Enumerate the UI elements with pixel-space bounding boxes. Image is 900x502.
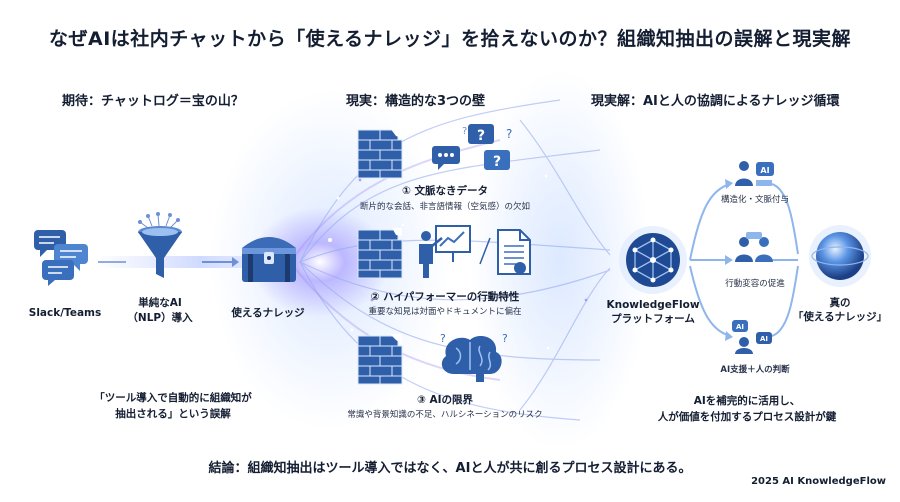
svg-text:?: ? <box>502 332 508 345</box>
platform-name: KnowledgeFlow <box>606 299 700 311</box>
section-solution-heading: 現実解：AIと人の協調によるナレッジ循環 <box>591 94 840 109</box>
wall-1-desc: 断片的な会話、非言語情報（空気感）の欠如 <box>359 202 530 212</box>
wall-1-title: ① 文脈なきデータ <box>401 185 489 197</box>
ai-badge: AI <box>736 323 744 331</box>
presenter-icon <box>419 225 471 278</box>
svg-text:?: ? <box>506 127 512 141</box>
misconception-note-line2: 抽出される」という誤解 <box>115 408 231 420</box>
brick-wall-icon <box>357 334 403 385</box>
nlp-label-line1: 単純なAI <box>138 297 182 309</box>
nlp-label-line2: （NLP）導入 <box>127 312 193 324</box>
chest-label: 使えるナレッジ <box>231 307 305 319</box>
wall-2-title: ② ハイパフォーマーの行動特性 <box>370 291 520 303</box>
true-knowledge-line1: 真の <box>829 297 851 309</box>
section-reality-heading: 現実：構造的な3つの壁 <box>346 94 486 109</box>
svg-text:?: ? <box>493 154 501 170</box>
treasure-chest-icon <box>242 237 296 282</box>
flow-arrows-right <box>689 179 799 341</box>
people-ai-icon: AI <box>735 161 774 186</box>
svg-text:?: ? <box>440 332 446 345</box>
svg-text:?: ? <box>477 128 485 144</box>
step-ai-support-label: AI支援＋人の判断 <box>720 365 790 375</box>
people-ai-icon <box>735 232 773 262</box>
page-title: なぜAIは社内チャットから「使えるナレッジ」を拾えないのか？組織知抽出の誤解と現… <box>48 28 852 50</box>
funnel-icon <box>138 212 182 278</box>
wall-3-desc: 常識や背景知識の不足、ハルシネーションのリスク <box>347 410 543 420</box>
step-structuring-label: 構造化・文脈付与 <box>720 195 789 205</box>
solution-note-line1: AIを補完的に活用し、 <box>693 395 801 407</box>
people-ai-icon: AI AI <box>732 320 772 354</box>
wall-3-title: ③ AIの限界 <box>416 394 474 406</box>
misconception-note-line1: 「ツール導入で自動的に組織知が <box>94 392 252 404</box>
solution-note-line2: 人が価値を付加するプロセス設計が鍵 <box>657 411 837 423</box>
flow-arrow <box>98 257 239 267</box>
chat-tool-label: Slack/Teams <box>28 307 102 319</box>
step-behavior-label: 行動変容の促進 <box>725 279 785 289</box>
ai-badge: AI <box>760 335 768 343</box>
brick-wall-icon <box>357 228 403 279</box>
svg-text:?: ? <box>462 126 467 137</box>
sphere-icon <box>809 225 871 287</box>
brain-icon: ? ? <box>440 332 508 382</box>
wall-2-desc: 重要な知見は対面やドキュメントに偏在 <box>368 307 522 317</box>
network-cube-icon <box>619 226 687 294</box>
question-bubbles-icon: ? ? ? ? <box>432 124 512 170</box>
ai-badge: AI <box>760 166 769 175</box>
conclusion: 結論：組織知抽出はツール導入ではなく、AIと人が共に創るプロセス設計にある。 <box>208 461 692 476</box>
chat-bubbles-icon <box>34 230 88 286</box>
brick-wall-icon <box>357 128 403 179</box>
slash-separator <box>479 237 491 265</box>
section-expectation-heading: 期待：チャットログ＝宝の山？ <box>62 94 244 109</box>
true-knowledge-line2: 「使えるナレッジ」 <box>792 311 888 323</box>
platform-label: プラットフォーム <box>611 313 695 325</box>
document-icon <box>497 229 531 275</box>
footer-credit: 2025 AI KnowledgeFlow <box>751 476 886 487</box>
